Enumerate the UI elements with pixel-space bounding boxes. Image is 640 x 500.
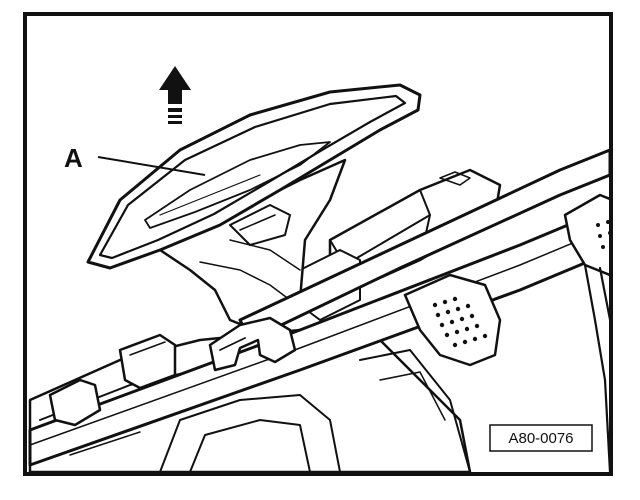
grip-handle-a [86, 83, 422, 270]
rod-clamp-far-left [48, 378, 102, 427]
right-bracket [563, 193, 609, 472]
callout-a: A [64, 143, 206, 176]
callout-leader-line [97, 156, 206, 176]
perforated-bracket [403, 273, 502, 367]
reference-code-box: A80-0076 [489, 424, 593, 452]
arrow-up-icon [159, 66, 191, 124]
upper-rod [238, 148, 609, 342]
callout-label: A [64, 143, 83, 173]
reference-code: A80-0076 [508, 430, 573, 447]
rod-clamp-left [208, 316, 297, 372]
rod-clamp-mid [118, 333, 177, 390]
